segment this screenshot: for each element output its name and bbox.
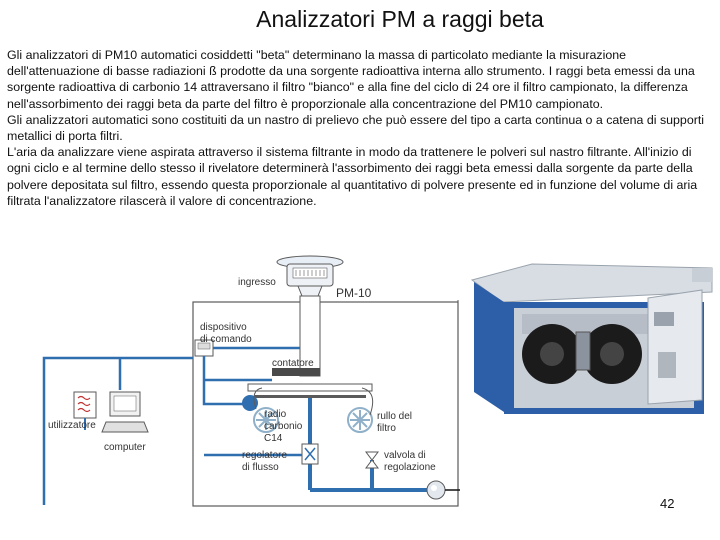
paragraph-3: L'aria da analizzare viene aspirata attr… (7, 145, 698, 208)
reel-left-icon (242, 395, 279, 433)
computer-icon (101, 391, 149, 433)
label-valvola-2: regolazione (384, 462, 436, 473)
pm10-schematic-diagram: ingresso PM-10 dispositivo di comando co… (42, 255, 460, 507)
filter-tape (247, 383, 373, 392)
label-utilizzatore: utilizzatore (48, 420, 96, 431)
label-radio-2: carbonio (264, 421, 303, 432)
inlet-head-icon (276, 255, 344, 297)
label-rullo-1: rullo del (377, 411, 412, 422)
label-ingresso: ingresso (238, 277, 276, 288)
label-contatore: contatore (272, 358, 314, 369)
label-pm10: PM-10 (336, 286, 372, 300)
valve-icon (365, 451, 379, 469)
analyzer-photo (470, 263, 713, 414)
counter-block (272, 368, 320, 376)
pump-icon (426, 480, 446, 500)
label-radio-1: radio (264, 409, 287, 420)
label-regolatore-1: regolatore (242, 450, 287, 461)
label-regolatore-2: di flusso (242, 462, 279, 473)
label-dispositivo-1: dispositivo (200, 322, 247, 333)
label-rullo-2: filtro (377, 423, 396, 434)
paragraph-2: Gli analizzatori automatici sono costitu… (7, 112, 705, 144)
label-computer: computer (104, 442, 146, 453)
page-number: 42 (660, 496, 675, 511)
label-dispositivo-2: di comando (200, 334, 252, 345)
reel-right-icon (347, 407, 373, 433)
slide-title: Analizzatori PM a raggi beta (256, 6, 544, 32)
paragraph-1: Gli analizzatori di PM10 automatici cosi… (7, 48, 695, 111)
user-display-icon (73, 391, 97, 419)
slide-body: Gli analizzatori di PM10 automatici cosi… (7, 47, 715, 209)
flow-regulator-icon (301, 443, 319, 465)
label-radio-3: C14 (264, 433, 283, 444)
label-valvola-1: valvola di (384, 450, 426, 461)
control-wire (42, 346, 302, 505)
